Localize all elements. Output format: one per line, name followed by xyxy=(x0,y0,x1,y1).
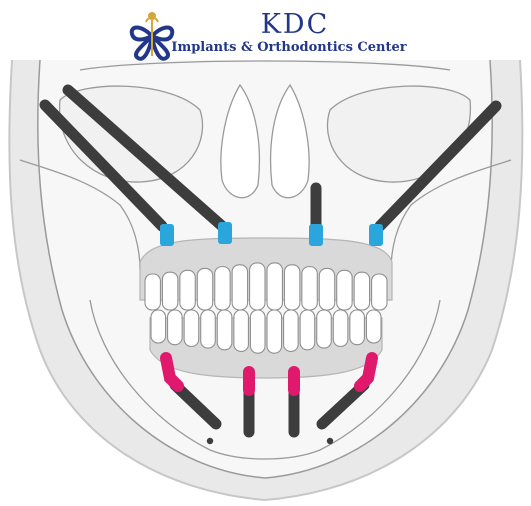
logo-emblem-icon xyxy=(122,6,182,66)
upper-tooth xyxy=(302,267,317,310)
lower-tooth xyxy=(300,310,315,350)
lower-tooth xyxy=(350,310,365,345)
upper-tooth xyxy=(372,274,387,310)
lower-tooth xyxy=(366,310,381,343)
lower-tooth xyxy=(234,310,249,351)
implant-tip-dot-left xyxy=(207,438,213,444)
lower-tooth xyxy=(317,310,332,348)
upper-tooth xyxy=(337,270,352,310)
lower-tooth xyxy=(217,310,232,350)
upper-tooth xyxy=(197,268,212,310)
upper-tooth xyxy=(250,263,265,310)
upper-abutment-4 xyxy=(369,224,383,246)
upper-tooth xyxy=(319,268,334,310)
upper-tooth xyxy=(354,272,369,310)
lower-tooth xyxy=(267,310,282,353)
lower-tooth xyxy=(168,310,183,345)
lower-tooth xyxy=(184,310,199,346)
upper-abutment-2 xyxy=(218,222,232,244)
clinic-logo: KDC Implants & Orthodontics Center xyxy=(0,0,531,70)
clinic-subtitle: Implants & Orthodontics Center xyxy=(163,40,415,56)
upper-tooth xyxy=(284,265,299,310)
lower-tooth xyxy=(333,310,348,346)
clinic-name: KDC xyxy=(175,10,415,40)
lower-tooth xyxy=(201,310,216,348)
lower-tooth xyxy=(284,310,299,351)
upper-abutment-1 xyxy=(160,224,174,246)
upper-tooth xyxy=(232,265,247,310)
upper-tooth xyxy=(145,274,160,310)
upper-tooth xyxy=(215,267,230,310)
upper-tooth xyxy=(267,263,282,310)
implant-tip-dot-right xyxy=(327,438,333,444)
upper-tooth xyxy=(180,270,195,310)
upper-tooth xyxy=(162,272,177,310)
lower-tooth xyxy=(250,310,265,353)
lower-tooth xyxy=(151,310,166,343)
upper-abutment-3 xyxy=(309,224,323,246)
